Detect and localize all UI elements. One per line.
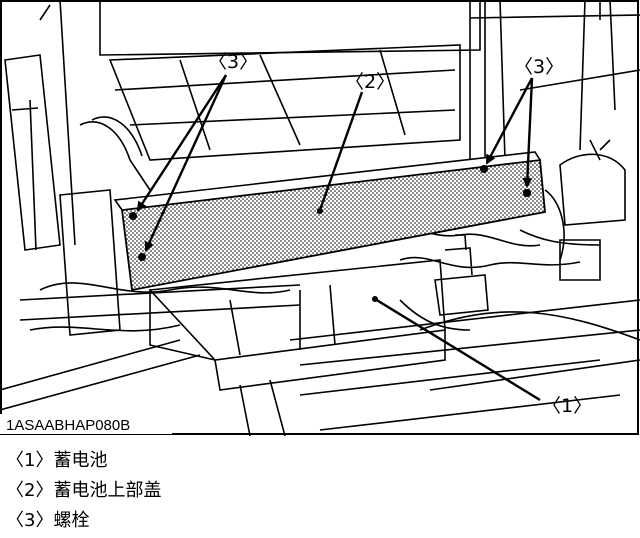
legend-item-cover: 〈2〉蓄电池上部盖 bbox=[6, 476, 636, 506]
battery-illustration: 〈3〉 〈2〉 〈3〉 〈1〉 1ASAABHAP080B bbox=[0, 0, 640, 436]
legend-text: 螺栓 bbox=[53, 510, 90, 531]
battery-top-cover bbox=[113, 151, 546, 292]
figure-code-bg bbox=[0, 414, 172, 434]
leader-dot bbox=[317, 208, 323, 214]
machine-frame bbox=[0, 0, 640, 436]
legend-number: 〈2〉 bbox=[6, 480, 54, 501]
bolts bbox=[129, 165, 531, 261]
legend: 〈1〉蓄电池 〈2〉蓄电池上部盖 〈3〉螺栓 bbox=[6, 446, 636, 536]
legend-text: 蓄电池 bbox=[53, 450, 108, 471]
callout-battery: 〈1〉 bbox=[542, 395, 592, 417]
legend-text: 蓄电池上部盖 bbox=[53, 480, 162, 501]
callout-cover: 〈2〉 bbox=[345, 71, 395, 93]
leader-dot bbox=[372, 296, 378, 302]
figure-border bbox=[0, 0, 639, 435]
legend-number: 〈3〉 bbox=[6, 510, 54, 531]
bolt-icon bbox=[480, 165, 488, 173]
legend-number: 〈1〉 bbox=[6, 450, 54, 471]
bolt-icon bbox=[138, 253, 146, 261]
figure-code: 1ASAABHAP080B bbox=[6, 417, 130, 434]
legend-item-battery: 〈1〉蓄电池 bbox=[6, 446, 636, 476]
callout-bolt-left: 〈3〉 bbox=[208, 51, 258, 73]
bolt-icon bbox=[129, 212, 137, 220]
line-drawing: 〈3〉 〈2〉 〈3〉 〈1〉 1ASAABHAP080B bbox=[0, 0, 640, 436]
legend-item-bolt: 〈3〉螺栓 bbox=[6, 506, 636, 536]
callout-bolt-right: 〈3〉 bbox=[514, 56, 564, 78]
leader-lines bbox=[136, 74, 541, 402]
bolt-icon bbox=[523, 189, 531, 197]
